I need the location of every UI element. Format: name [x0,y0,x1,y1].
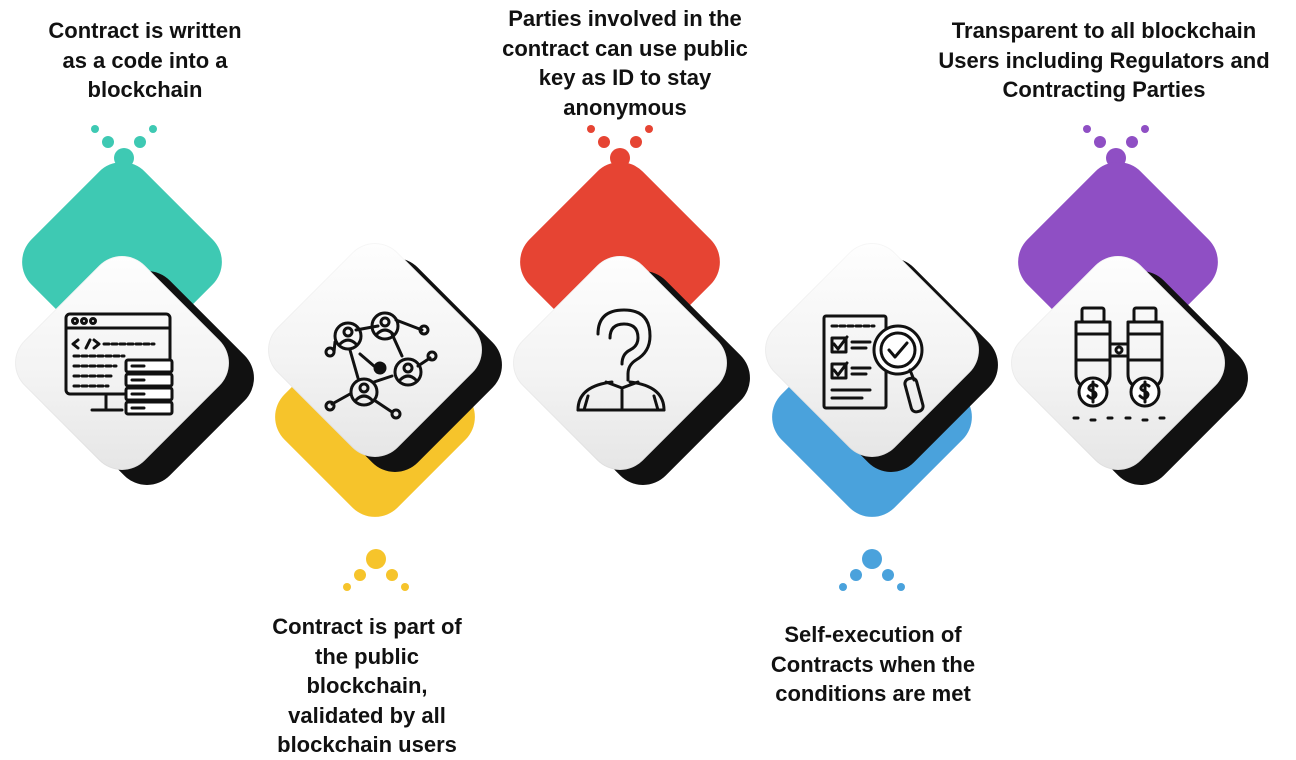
caption-line: Users including Regulators and [938,47,1270,73]
dot-connector-yellow [343,549,409,591]
caption-line: Contracts when the [770,651,976,677]
caption-line: validated by all [288,702,446,728]
caption-code: Contract is written as a code into a blo… [20,16,270,105]
caption-execution: Self-execution of Contracts when the con… [740,620,1006,709]
caption-line: the public [315,643,419,669]
caption-anonymous: Parties involved in the contract can use… [465,4,785,122]
caption-line: conditions are met [775,681,971,706]
caption-line: Contract is written [48,18,242,43]
binoculars-icon [1072,306,1166,422]
caption-line: key as ID to stay [538,65,712,90]
caption-line: blockchain [87,77,203,102]
checklist-magnifier-icon [822,314,925,414]
caption-line: Contract is part of [272,614,462,639]
anonymous-person-icon [576,308,666,412]
dot-connector-blue [839,549,905,591]
caption-line: blockchain, [306,673,428,698]
caption-line: contract can use public [502,35,748,61]
dot-connector-teal [91,125,157,168]
caption-line: anonymous [563,94,687,120]
caption-line: Contracting Parties [1002,77,1206,102]
caption-line: as a code into a [62,47,228,73]
caption-line: Transparent to all blockchain [951,18,1257,43]
caption-line: blockchain users [277,732,457,757]
caption-transparent: Transparent to all blockchain Users incl… [912,16,1296,105]
caption-line: Parties involved in the [508,6,742,31]
caption-line: Self-execution of [784,622,962,647]
user-network-icon [324,311,438,420]
code-server-icon [64,312,174,416]
caption-public: Contract is part of the public blockchai… [242,612,492,760]
